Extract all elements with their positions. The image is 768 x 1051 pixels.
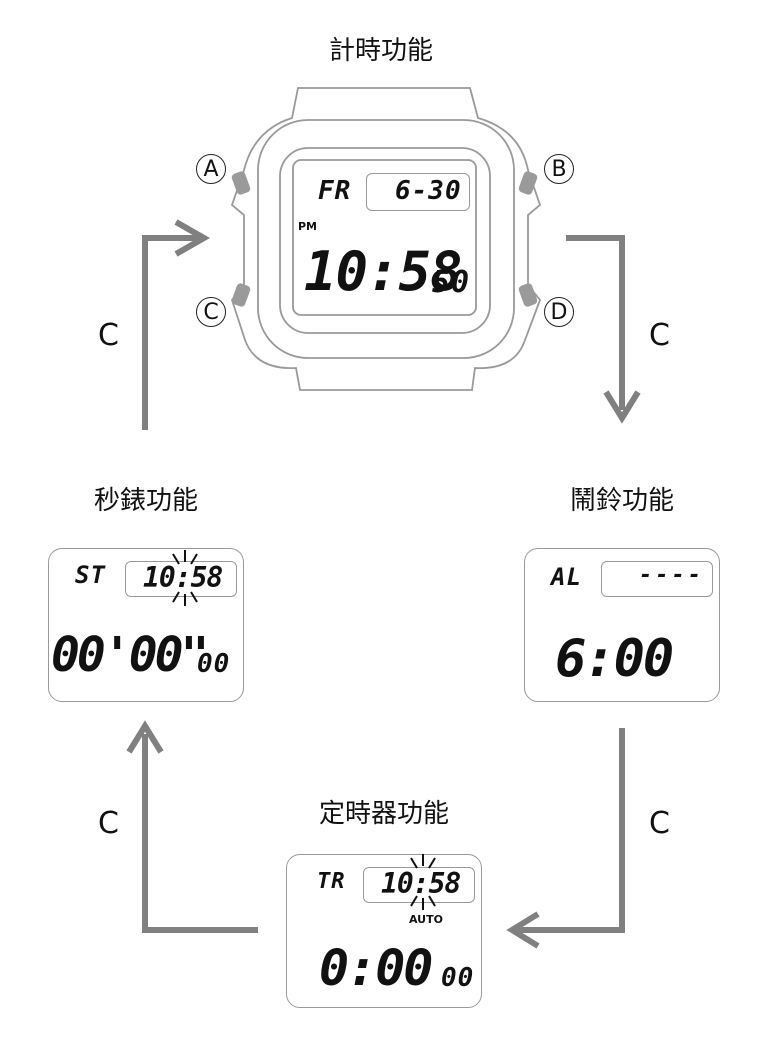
alarm-status-box [601, 561, 713, 597]
timer-clock: 10:58 [381, 867, 461, 900]
stopwatch-display: ST 10:58 00'00" 00 [48, 548, 244, 702]
watch-pm: PM [298, 220, 318, 233]
stopwatch-mode: ST [75, 561, 106, 589]
mode-label-right-top: C [649, 318, 670, 353]
timer-clock-box [363, 867, 475, 903]
arrowhead-alarm-to-timer [506, 911, 540, 949]
timer-value: 0:00 [319, 939, 433, 997]
stopwatch-clock-box [125, 561, 237, 597]
button-d-nub [518, 283, 538, 307]
title-stopwatch: 秒錶功能 [93, 486, 199, 516]
alarm-status: ---- [639, 563, 704, 588]
timer-auto: AUTO [409, 913, 443, 926]
button-c-nub [231, 283, 251, 307]
arrowhead-timekeeping-to-alarm [603, 390, 641, 424]
button-b-nub [518, 171, 538, 195]
button-b-label[interactable]: B [544, 154, 574, 184]
watch-seconds: 50 [432, 265, 471, 300]
arrow-stopwatch-to-timekeeping [142, 235, 200, 430]
mode-label-left-bottom: C [98, 806, 119, 841]
arrowhead-stopwatch-to-timekeeping [174, 219, 211, 257]
title-timekeeping: 計時功能 [328, 36, 434, 66]
timer-flash-icon [410, 854, 436, 910]
watch-time: 10:58 [304, 240, 463, 303]
mode-label-left-top: C [98, 318, 119, 353]
alarm-mode: AL [551, 563, 582, 591]
watch-date: 6-30 [395, 176, 462, 206]
stopwatch-value: 00'00" [51, 627, 209, 683]
arrow-timer-to-stopwatch [142, 734, 258, 933]
watch-date-box [366, 173, 470, 211]
arrow-alarm-to-timer [518, 728, 625, 933]
watch-case [230, 87, 542, 391]
button-d-label[interactable]: D [544, 297, 574, 327]
mode-label-right-bottom: C [649, 806, 670, 841]
watch-day: FR [318, 176, 352, 206]
button-a-nub [231, 171, 251, 195]
title-timer: 定時器功能 [318, 799, 450, 829]
button-a-label[interactable]: A [196, 154, 226, 184]
title-alarm: 鬧鈴功能 [569, 486, 675, 516]
timer-mode: TR [317, 869, 346, 894]
timer-sub: 00 [441, 963, 475, 993]
arrowhead-timer-to-stopwatch [126, 720, 164, 754]
button-c-label[interactable]: C [196, 297, 226, 327]
stopwatch-clock: 10:58 [143, 561, 223, 594]
stopwatch-flash-icon [172, 550, 198, 606]
alarm-display: AL ---- 6:00 [524, 548, 720, 702]
alarm-time: 6:00 [555, 629, 674, 689]
timer-display: TR 10:58 AUTO 0:00 00 [286, 854, 482, 1008]
stopwatch-sub: 00 [197, 649, 231, 679]
arrow-timekeeping-to-alarm [566, 235, 625, 410]
